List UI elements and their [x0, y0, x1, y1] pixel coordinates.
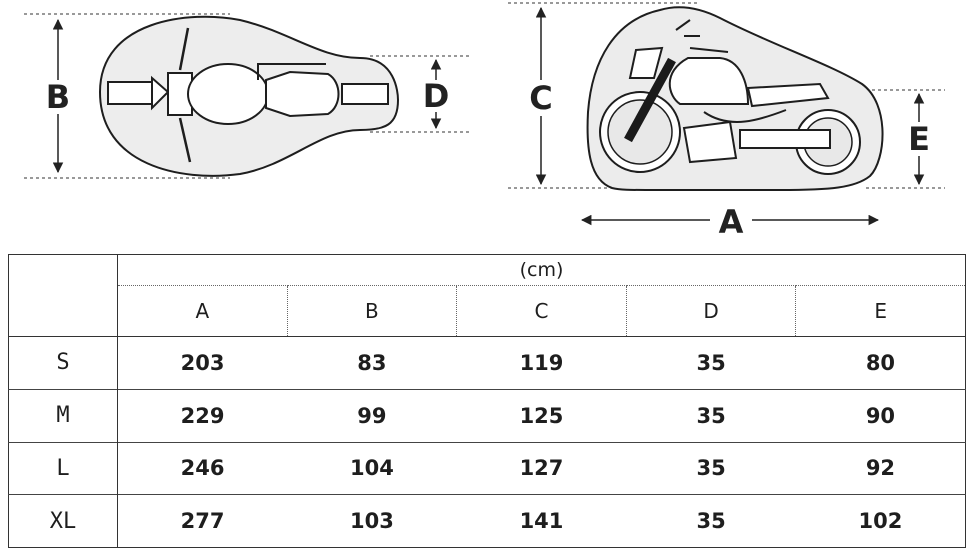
- table-cell: 83: [357, 350, 387, 375]
- size-label: L: [8, 441, 118, 495]
- table-cell: 35: [626, 494, 796, 548]
- table-cell: 277: [117, 494, 288, 548]
- table-row-xl: XL 277 103 141 35 102: [8, 494, 966, 548]
- table-cell: 203: [180, 350, 225, 375]
- table-cell: 102: [795, 494, 966, 548]
- table-cell: 35: [626, 388, 796, 442]
- column-header-e: E: [795, 285, 966, 337]
- table-corner-cell: [8, 254, 118, 337]
- size-chart-table: (cm) A B C D E S 203 83 119 35 80 M 229 …: [8, 254, 966, 548]
- table-cell: 35: [696, 350, 726, 375]
- size-label: S: [8, 336, 118, 390]
- table-row-m: M 229 99 125 35 90: [8, 388, 966, 442]
- dimension-label-b: B: [46, 78, 70, 116]
- table-cell: 35: [626, 441, 796, 495]
- table-cell: 141: [456, 494, 627, 548]
- table-cell: 229: [117, 388, 288, 442]
- motorcycle-cover-diagram: B D C: [24, 2, 945, 241]
- dimension-label-e: E: [908, 120, 930, 158]
- table-cell: 103: [287, 494, 457, 548]
- size-label: XL: [8, 494, 118, 548]
- column-header-b: B: [286, 285, 457, 337]
- table-cell: 127: [456, 441, 627, 495]
- size-label: M: [8, 388, 118, 442]
- dimension-label-d: D: [423, 77, 450, 115]
- column-header-a: A: [117, 285, 288, 337]
- dimension-diagram: B D C: [0, 0, 968, 250]
- table-cell: 92: [795, 441, 966, 495]
- table-body: S 203 83 119 35 80 M 229 99 125 35 90 L …: [8, 336, 966, 548]
- dimension-label-a: A: [719, 203, 744, 241]
- table-cell: 90: [795, 388, 966, 442]
- column-header-c: C: [456, 285, 627, 337]
- side-view: C E A: [508, 2, 945, 241]
- top-view: B D: [24, 13, 470, 179]
- table-row-l: L 246 104 127 35 92: [8, 441, 966, 495]
- column-header-row: A B C D E: [9, 285, 966, 337]
- table-cell: 119: [519, 350, 564, 375]
- table-cell: 125: [456, 388, 627, 442]
- table-row-s: S 203 83 119 35 80: [8, 336, 966, 390]
- table-cell: 80: [865, 350, 896, 375]
- dimension-label-c: C: [529, 79, 552, 117]
- column-header-d: D: [625, 285, 796, 337]
- table-cell: 99: [287, 388, 457, 442]
- unit-row: (cm): [8, 254, 966, 337]
- table-cell: 246: [117, 441, 288, 495]
- table-header: (cm) A B C D E: [8, 254, 966, 337]
- table-cell: 104: [287, 441, 457, 495]
- unit-label: (cm): [117, 254, 966, 286]
